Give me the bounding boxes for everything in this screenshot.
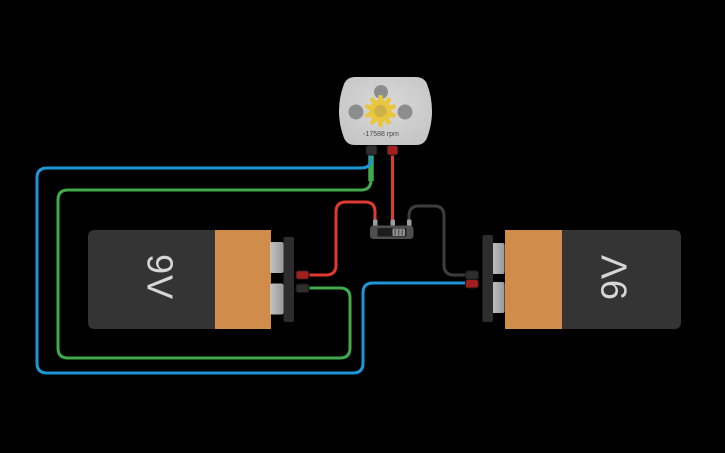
gear-icon: [365, 95, 396, 127]
switch-slider-ridges: [394, 229, 403, 236]
battery-left[interactable]: 9V: [88, 230, 310, 329]
battery-left-terminal-positive[interactable]: [295, 270, 310, 280]
battery-left-terminal-negative[interactable]: [295, 283, 310, 293]
motor-mount-hole: [374, 85, 388, 99]
battery-right-body[interactable]: [562, 230, 681, 329]
slide-switch[interactable]: [370, 219, 414, 240]
motor-rpm-readout: -17588 rpm: [363, 131, 399, 138]
battery-right-terminal-positive[interactable]: [465, 279, 479, 289]
battery-right[interactable]: 9V: [465, 230, 682, 329]
motor-terminal-positive[interactable]: [386, 145, 399, 156]
gear-center: [374, 104, 387, 118]
wire-green[interactable]: [56, 152, 373, 360]
wire-red-battery-to-switch[interactable]: [305, 200, 377, 277]
wire-blue[interactable]: [35, 152, 470, 375]
wires-layer: [35, 151, 470, 375]
dc-motor[interactable]: -17588 rpm: [339, 77, 432, 156]
motor-mount-hole: [397, 104, 413, 120]
battery-right-snap-bottom: [491, 282, 505, 313]
motor-mount-hole: [348, 104, 364, 120]
battery-left-snap-bottom: [270, 283, 284, 315]
wire-black[interactable]: [407, 204, 470, 277]
battery-right-label: 9V: [594, 254, 635, 300]
switch-pin-left[interactable]: [373, 219, 378, 228]
motor-terminal-negative[interactable]: [365, 145, 378, 156]
battery-right-clip-plate: [482, 235, 493, 322]
battery-left-snap-top: [270, 242, 284, 273]
battery-left-label: 9V: [140, 254, 181, 300]
switch-pin-middle[interactable]: [390, 219, 396, 228]
battery-left-clip-plate: [283, 237, 294, 322]
battery-right-snap-top: [491, 243, 505, 274]
battery-right-terminal-negative[interactable]: [465, 270, 479, 280]
battery-left-cap: [215, 230, 271, 329]
battery-left-body[interactable]: [88, 230, 215, 329]
switch-pin-right[interactable]: [407, 219, 412, 228]
battery-right-cap: [505, 230, 562, 329]
